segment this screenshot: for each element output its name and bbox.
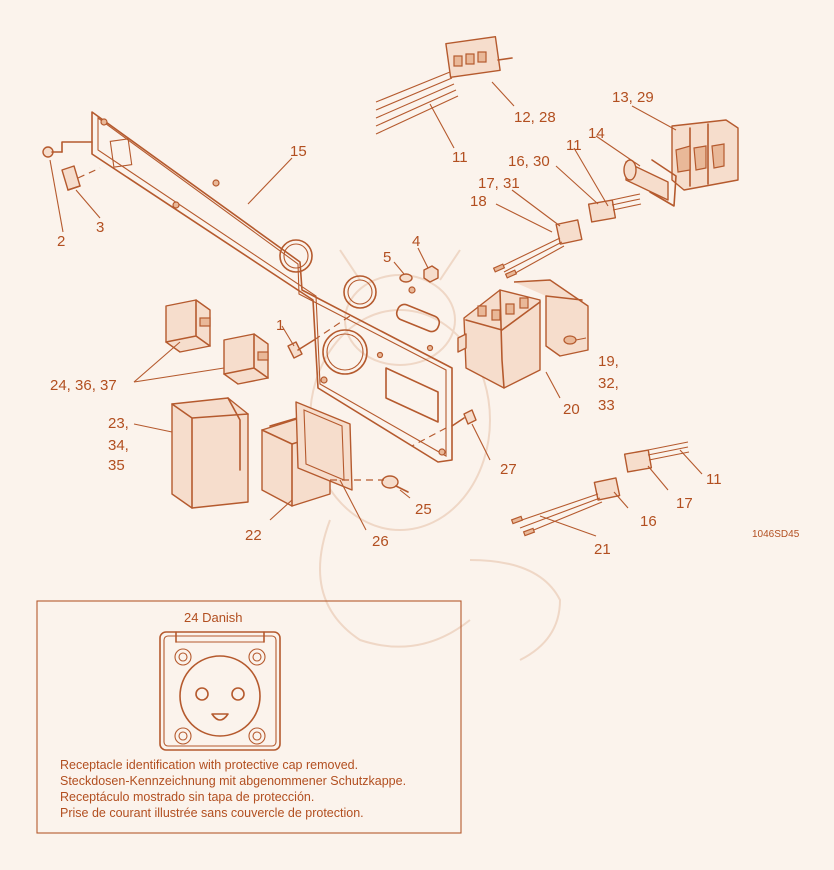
callout-15: 15: [290, 143, 307, 160]
gasket-26: [295, 401, 353, 491]
callout-16-30: 16, 30: [508, 153, 550, 170]
callout-5: 5: [383, 249, 391, 266]
watermark: [309, 249, 562, 661]
callout-17-31: 17, 31: [478, 175, 520, 192]
nut-washer-4-5: [399, 265, 439, 283]
callout-16-lower: 16: [640, 513, 657, 530]
callout-14: 14: [588, 125, 605, 142]
callout-23: 23,: [108, 415, 129, 432]
callout-25: 25: [415, 501, 432, 518]
callout-24-36-37: 24, 36, 37: [50, 377, 117, 394]
capacitor-14: [623, 159, 677, 207]
leader-lines: [49, 81, 703, 537]
receptacle-insert-lower: [223, 333, 269, 385]
callout-33: 33: [598, 397, 615, 414]
rocker-switch: [61, 165, 81, 191]
callout-17-lower: 17: [676, 495, 693, 512]
screw-1: [287, 315, 351, 359]
callout-12-28: 12, 28: [514, 109, 556, 126]
front-panel: [91, 111, 453, 463]
callout-11-harness: 11: [452, 149, 468, 166]
callout-20: 20: [563, 401, 580, 418]
callout-18: 18: [470, 193, 487, 210]
callout-27: 27: [500, 461, 517, 478]
callout-3: 3: [96, 219, 104, 236]
callout-2: 2: [57, 233, 65, 250]
callout-1: 1: [276, 317, 284, 334]
inset-line-fr: Prise de courant illustrée sans couvercl…: [60, 806, 364, 820]
screw-27: [411, 409, 477, 447]
connector-16-30: [587, 193, 642, 223]
callout-labels: 2 3 15 11 12, 28 13, 29 14 11 16, 30 17,…: [50, 89, 800, 558]
contactor-20: [457, 289, 541, 389]
callout-21: 21: [594, 541, 611, 558]
callout-11-wires: 11: [566, 137, 582, 154]
callout-35: 35: [108, 457, 125, 474]
inset-line-es: Receptáculo mostrado sin tapa de protecc…: [60, 790, 314, 804]
screw-25: [330, 475, 409, 493]
circuit-breaker-13: [671, 119, 739, 191]
receptacle-insert-upper: [165, 299, 211, 353]
callout-32: 32,: [598, 375, 619, 392]
inset-line-en: Receptacle identification with protectiv…: [60, 758, 358, 772]
figure-id: 1046SD45: [752, 529, 800, 540]
danish-receptacle-icon: [159, 631, 281, 751]
screw-2: [42, 141, 101, 179]
inset-title: 24 Danish: [184, 610, 243, 625]
inset-line-de: Steckdosen-Kennzeichnung mit abgenommene…: [60, 774, 406, 788]
callout-4: 4: [412, 233, 420, 250]
connector-17-31: [492, 219, 583, 279]
callout-22: 22: [245, 527, 262, 544]
callout-13-29: 13, 29: [612, 89, 654, 106]
callout-34: 34,: [108, 437, 129, 454]
inset-box: 24 Danish Receptacle identification with…: [36, 600, 462, 834]
callout-11-lower: 11: [706, 471, 722, 488]
connector-16: [510, 477, 621, 537]
receptacle-cover-23: [171, 397, 249, 509]
connector-17: [623, 441, 690, 473]
callout-26: 26: [372, 533, 389, 550]
wiring-harness-12: [375, 35, 513, 135]
callout-19: 19,: [598, 353, 619, 370]
